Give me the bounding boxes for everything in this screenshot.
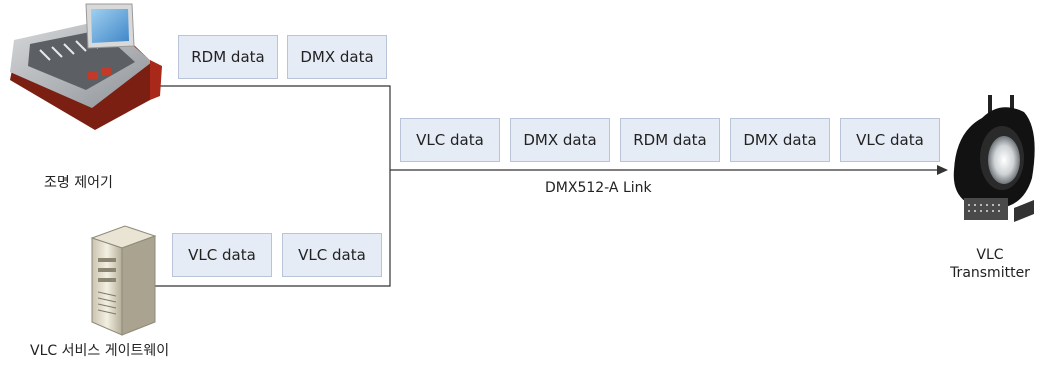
packet-vlc-data: VLC data (282, 233, 382, 277)
gateway-label: VLC 서비스 게이트웨이 (30, 343, 170, 359)
packet-rdm-data: RDM data (178, 35, 278, 79)
console-connector (150, 85, 391, 170)
arrowhead (937, 165, 948, 175)
packet-rdm-data: RDM data (620, 118, 720, 162)
packet-vlc-data: VLC data (840, 118, 940, 162)
transmitter-label-line2: Transmitter (950, 265, 1030, 281)
server-tower-icon (90, 225, 157, 336)
transmitter-label-line1: VLC (976, 247, 1004, 263)
connector-lines (150, 85, 940, 287)
packet-dmx-data: DMX data (287, 35, 387, 79)
console-label: 조명 제어기 (44, 175, 113, 191)
packet-vlc-data: VLC data (172, 233, 272, 277)
packet-vlc-data: VLC data (400, 118, 500, 162)
spotlight-icon (953, 95, 1035, 222)
gateway-connector (155, 170, 391, 287)
packet-dmx-data: DMX data (730, 118, 830, 162)
transmitter-label: VLC Transmitter (940, 246, 1040, 282)
lighting-console-icon (10, 3, 162, 130)
link-label: DMX512-A Link (545, 180, 652, 196)
packet-dmx-data: DMX data (510, 118, 610, 162)
